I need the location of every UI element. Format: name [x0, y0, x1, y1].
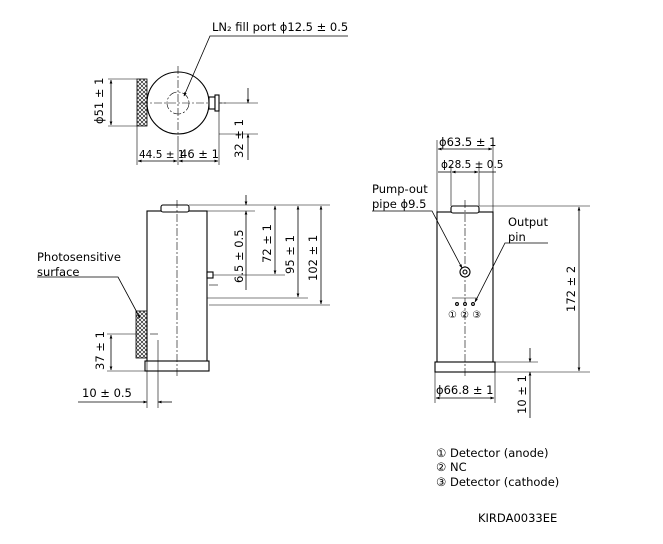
dim65-label: 6.5 ± 0.5	[232, 229, 246, 283]
dia668-label: ϕ66.8 ± 1	[436, 383, 493, 397]
front-view: ① ② ③ ϕ63.5 ± 1 ϕ28.5 ± 0.5 Pump-out pip…	[372, 135, 590, 418]
dim72-label: 72 ± 1	[260, 224, 274, 263]
pin-2	[463, 302, 467, 306]
photosensitive-leader	[37, 276, 141, 319]
pump-out-pipe-inner	[462, 269, 468, 275]
legend-item-1: ① Detector (anode)	[436, 446, 548, 460]
dia285-label: ϕ28.5 ± 0.5	[441, 159, 503, 171]
fill-port-label: LN₂ fill port ϕ12.5 ± 0.5	[212, 20, 348, 34]
figure-code: KIRDA0033EE	[478, 511, 557, 525]
output-pin-label-2: pin	[508, 230, 526, 244]
dim95-label: 95 ± 1	[283, 235, 297, 274]
photosensitive-label-1: Photosensitive	[37, 250, 121, 264]
pin-legend: ① Detector (anode) ② NC ③ Detector (cath…	[436, 446, 559, 489]
legend-item-2: ② NC	[436, 460, 467, 474]
fill-port-leader	[183, 35, 348, 97]
output-pin-label-1: Output	[508, 215, 548, 229]
pin-numbers: ① ② ③	[448, 310, 481, 321]
side-view: Photosensitive surface 6.5 ± 0.5 72 ± 1 …	[37, 195, 330, 408]
dim102-label: 102 ± 1	[306, 235, 320, 281]
pump-out-label-1: Pump-out	[372, 182, 428, 196]
legend-item-3: ③ Detector (cathode)	[436, 475, 559, 489]
top-view-window	[136, 78, 148, 127]
top-view: LN₂ fill port ϕ12.5 ± 0.5 ϕ51 ± 1 44.5 ±…	[92, 20, 348, 165]
photosensitive-label-2: surface	[37, 265, 80, 279]
pin-1	[455, 302, 459, 306]
side-view-fill-port	[160, 204, 190, 213]
pump-out-leader	[372, 210, 463, 269]
pin-3	[471, 302, 475, 306]
dim445-label: 44.5 ± 1	[139, 149, 185, 161]
pump-out-label-2: pipe ϕ9.5	[372, 197, 426, 211]
dia635-label: ϕ63.5 ± 1	[439, 135, 496, 149]
output-pin-leader	[474, 242, 548, 303]
dim10-1-label: 10 ± 1	[515, 375, 529, 414]
dia51-label: ϕ51 ± 1	[92, 78, 106, 124]
dim32-label: 32 ± 1	[232, 119, 246, 158]
top-view-output-pin-cap	[214, 94, 220, 112]
dim46-label: 46 ± 1	[180, 147, 219, 161]
top-view-output-pin	[208, 96, 216, 110]
side-view-window	[135, 310, 148, 359]
dim10-05-label: 10 ± 0.5	[82, 386, 132, 400]
dim172-label: 172 ± 2	[564, 266, 578, 312]
side-view-output-pin	[206, 271, 214, 279]
dim37-label: 37 ± 1	[93, 331, 107, 370]
